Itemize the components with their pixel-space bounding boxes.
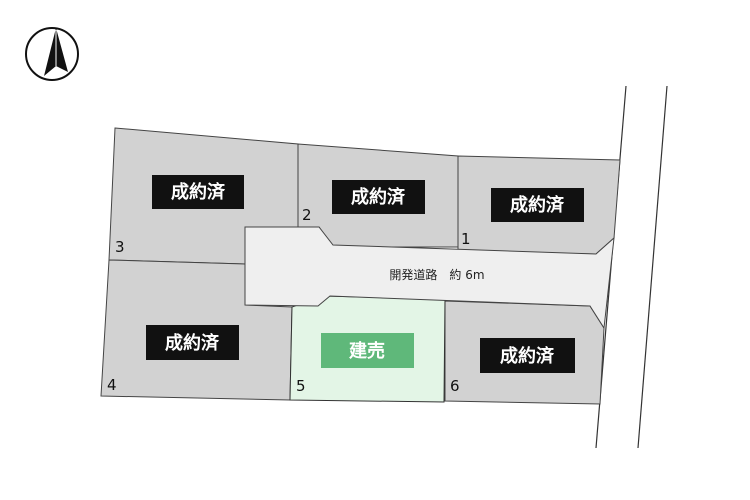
lot-6-status-text: 成約済 — [500, 345, 555, 367]
lot-4-status-badge: 成約済 — [146, 325, 239, 360]
development-road — [244, 226, 615, 330]
lot-2-number: 2 — [302, 206, 312, 224]
lot-2-status-text: 成約済 — [351, 186, 406, 208]
lot-4-number: 4 — [107, 376, 117, 394]
road-label: 開発道路 約 6m — [389, 267, 484, 282]
north-arrow-icon — [25, 27, 79, 81]
lot-2-status-badge: 成約済 — [332, 180, 425, 214]
lot-4-status-text: 成約済 — [165, 332, 220, 354]
lot-1-status-text: 成約済 — [510, 194, 565, 216]
lot-5-number: 5 — [296, 377, 306, 395]
lot-3-status-badge: 成約済 — [152, 175, 244, 209]
lot-6-number: 6 — [450, 377, 460, 395]
lot-3-status-text: 成約済 — [171, 181, 226, 203]
lot-5-status-badge: 建売 — [321, 333, 414, 368]
lot-1-status-badge: 成約済 — [491, 188, 584, 222]
lot-6-status-badge: 成約済 — [480, 338, 575, 373]
lot-1-number: 1 — [461, 230, 471, 248]
lot-3-number: 3 — [115, 238, 125, 256]
lot-5-status-text: 建売 — [349, 340, 385, 362]
